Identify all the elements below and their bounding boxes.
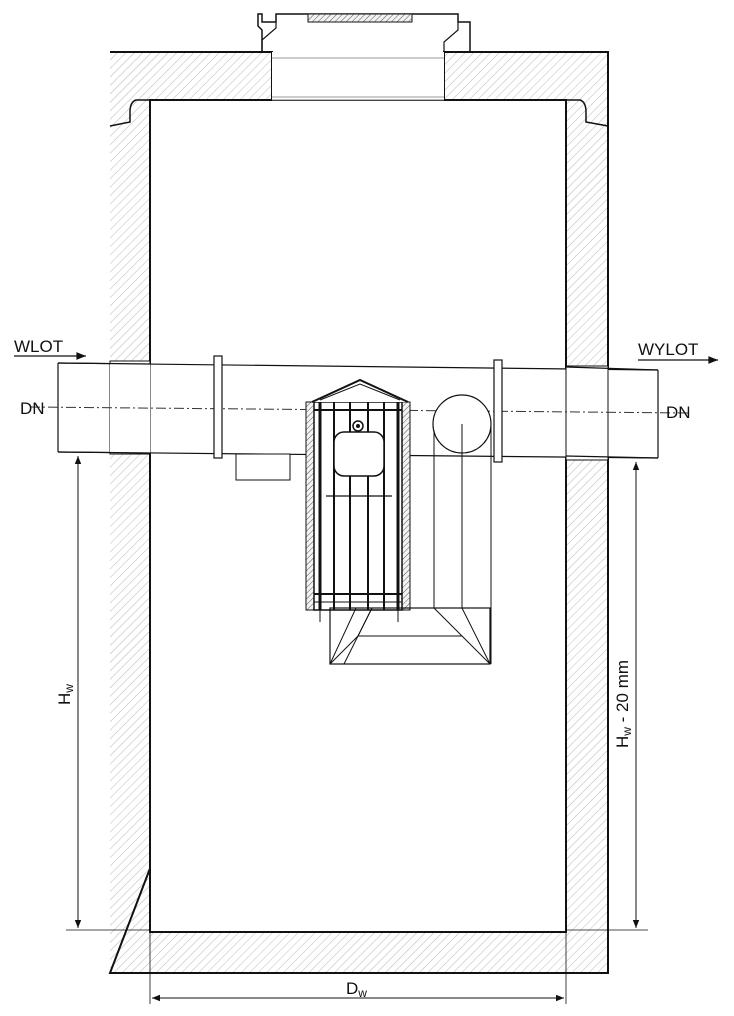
height-minus-20-label: Hw - 20 mm [613,660,634,748]
svg-text:Hw - 20 mm: Hw - 20 mm [613,660,634,748]
dn-right-label: DN [666,403,691,422]
height-right-main: H [613,736,632,748]
diameter-label: Dw [346,979,367,1000]
height-label-sub: w [62,684,76,694]
top-slab-right [444,52,608,100]
outlet-riser [329,394,492,665]
height-right-suffix: - 20 mm [613,660,632,727]
inlet-trap-box [235,453,291,481]
outlet-label: WYLOT [638,340,698,359]
access-shaft [248,13,471,101]
manhole-grate [307,13,413,23]
dimensions [14,352,719,1004]
diameter-label-main: D [346,979,358,998]
outlet-flange [493,359,503,463]
sump-tray [329,607,491,665]
inlet-flange [213,355,223,459]
top-slab-left [110,52,272,100]
float [333,431,385,477]
dn-left-label: DN [20,399,45,418]
bottom-slab [150,932,566,973]
height-right-sub: w [620,727,634,737]
left-wall [110,100,150,973]
height-label: Hw [55,684,76,705]
height-label-main: H [55,693,74,705]
filter-cage [305,378,411,622]
inlet-label: WLOT [14,337,63,356]
diameter-label-sub: w [357,986,367,1000]
svg-text:Hw: Hw [55,684,76,705]
right-wall [566,100,608,973]
tank-walls [108,51,609,974]
